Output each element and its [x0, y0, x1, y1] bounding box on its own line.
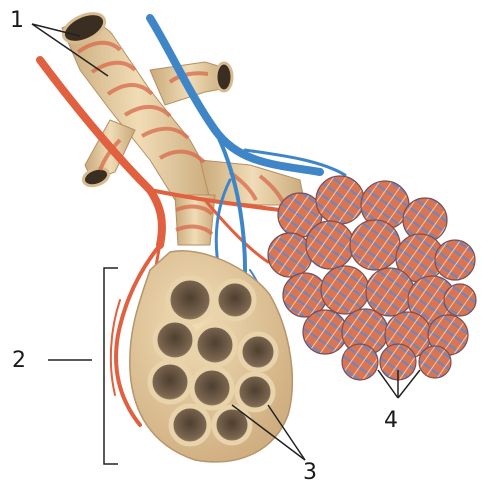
label-2: 2 — [12, 350, 26, 372]
alveolar-sac-opened — [130, 251, 293, 462]
alveolar-cluster-capillaries — [268, 176, 476, 380]
label-4: 4 — [384, 410, 398, 432]
label-1: 1 — [10, 10, 24, 32]
label-3: 3 — [303, 462, 317, 484]
